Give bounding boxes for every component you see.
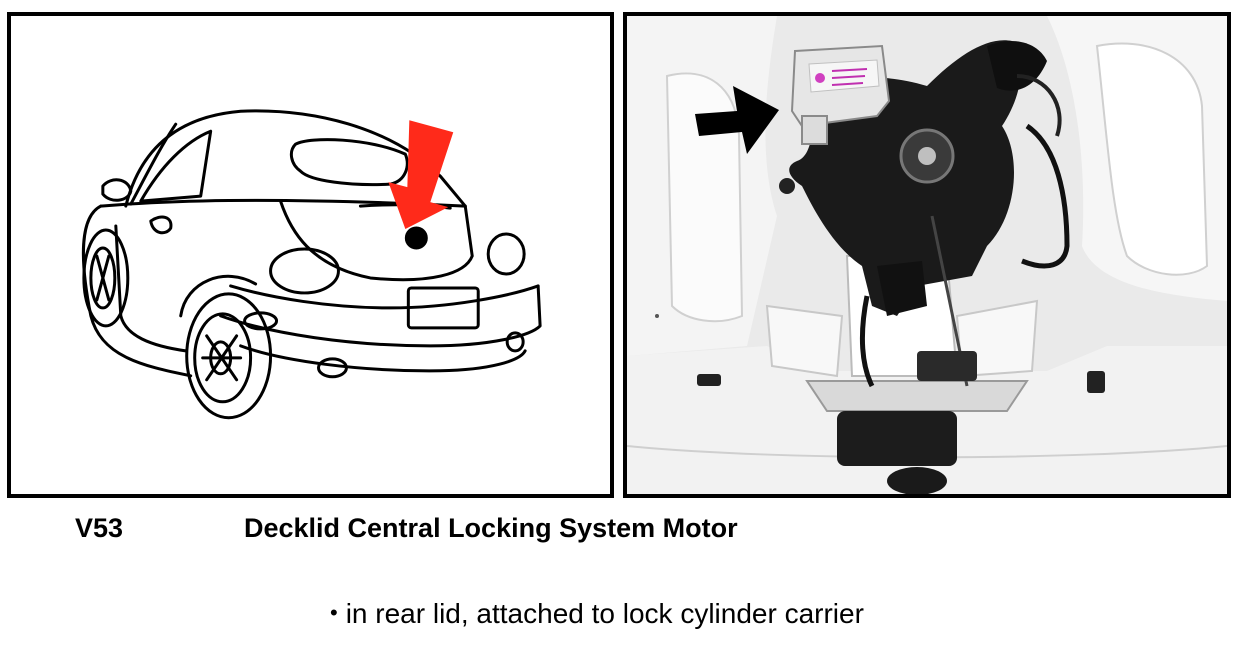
- motor-housing: [790, 44, 891, 145]
- car-illustration-panel: [7, 12, 614, 498]
- car-line-drawing: [81, 109, 542, 420]
- bullet-icon: •: [330, 600, 338, 625]
- mechanism-photo-panel: [623, 12, 1231, 498]
- component-title: Decklid Central Locking System Motor: [244, 513, 738, 543]
- black-arrow-icon: [695, 86, 779, 154]
- location-note: • in rear lid, attached to lock cylinder …: [330, 598, 864, 630]
- mechanism-photo: [627, 16, 1227, 494]
- location-note-text: in rear lid, attached to lock cylinder c…: [345, 598, 864, 629]
- red-arrow-icon: [388, 120, 454, 230]
- component-code: V53: [75, 513, 124, 543]
